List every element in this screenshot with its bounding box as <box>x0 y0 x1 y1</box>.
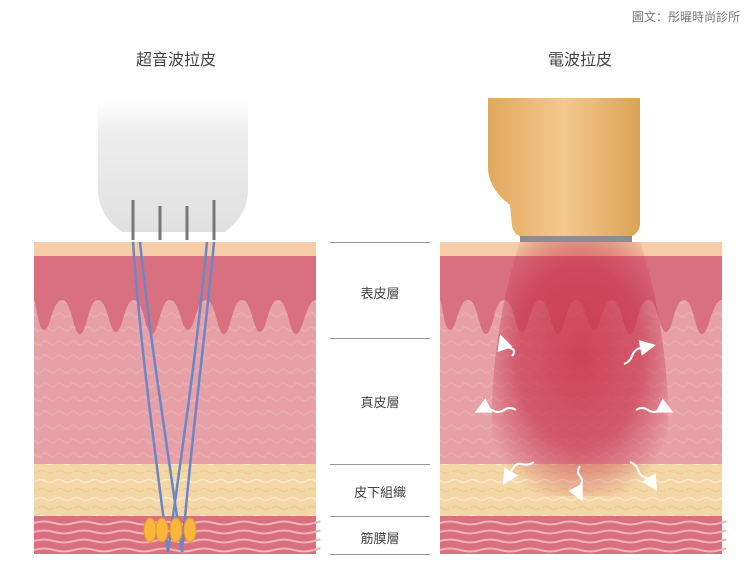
layer-label-subcutaneous: 皮下組織 <box>353 486 406 501</box>
credit-text: 圖文：彤曜時尚診所 <box>631 10 740 24</box>
focal-points <box>143 517 197 543</box>
rf-heat-zone <box>491 242 669 496</box>
left-panel-title: 超音波拉皮 <box>135 50 216 69</box>
left-epidermis <box>34 256 316 334</box>
rf-handpiece <box>488 98 640 242</box>
left-surface-layer <box>34 242 316 256</box>
divider-bottom <box>330 554 430 555</box>
divider-3 <box>330 516 430 517</box>
layer-label-epidermis: 表皮層 <box>360 287 400 302</box>
divider-top <box>330 242 430 243</box>
transducer-pins <box>131 200 216 240</box>
left-skin-block <box>33 242 321 554</box>
ultrasound-transducer <box>98 100 248 240</box>
layer-label-fascia: 筋膜層 <box>360 532 400 547</box>
rf-electrode <box>520 236 632 242</box>
layer-label-dermis: 真皮層 <box>360 396 400 411</box>
right-fascia-lines <box>439 520 727 553</box>
divider-2 <box>330 464 430 465</box>
ultrasound-beams <box>131 241 216 553</box>
right-panel-title: 電波拉皮 <box>547 50 612 69</box>
divider-1 <box>330 338 430 339</box>
heat-arrows <box>474 334 674 502</box>
